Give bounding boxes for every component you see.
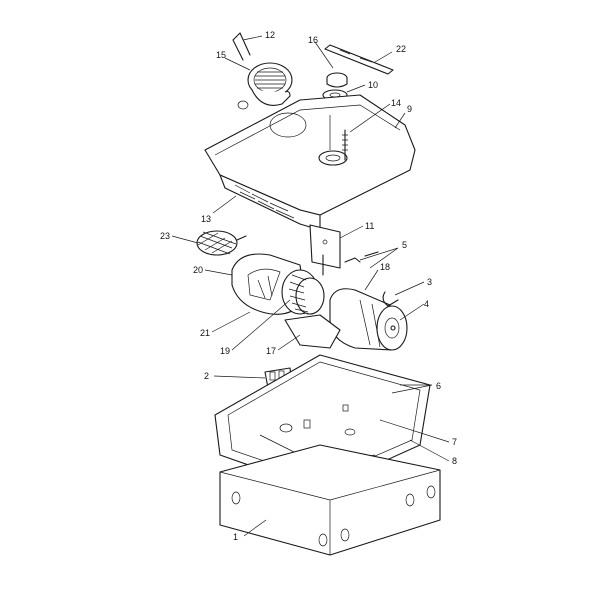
callout-12: 12 <box>265 30 275 40</box>
callout-9: 9 <box>407 104 412 114</box>
part-18-motor <box>329 288 408 351</box>
callout-13: 13 <box>201 214 211 224</box>
callout-15: 15 <box>216 50 226 60</box>
callout-21: 21 <box>200 328 210 338</box>
callout-14: 14 <box>391 98 401 108</box>
part-11-bracket <box>309 224 341 276</box>
part-17-base-support <box>284 314 341 349</box>
part-1-bottom-box <box>219 444 441 556</box>
callout-19: 19 <box>220 346 230 356</box>
callout-2: 2 <box>204 371 209 381</box>
part-12-handle <box>232 32 251 61</box>
callout-11: 11 <box>365 221 374 231</box>
callout-20: 20 <box>193 265 203 275</box>
callout-4: 4 <box>424 299 429 309</box>
callout-8: 8 <box>452 456 457 466</box>
part-9-top-cover <box>204 94 416 216</box>
part-19-blower-wheel <box>281 269 325 315</box>
part-23-mesh-filter <box>196 230 247 256</box>
callout-5: 5 <box>402 240 407 250</box>
callout-labels: 12 16 22 15 10 14 9 13 11 5 23 20 18 3 4… <box>160 30 457 542</box>
callout-17: 17 <box>266 346 276 356</box>
callout-1: 1 <box>233 532 238 542</box>
part-15-round-grille <box>247 62 293 106</box>
callout-16: 16 <box>308 35 318 45</box>
callout-22: 22 <box>396 44 406 54</box>
callout-10: 10 <box>368 80 378 90</box>
part-16-knob <box>326 72 348 88</box>
callout-3: 3 <box>427 277 432 287</box>
callout-7: 7 <box>452 437 457 447</box>
part-3-4-5-clips <box>344 251 399 307</box>
callout-18: 18 <box>380 262 390 272</box>
callout-6: 6 <box>436 381 441 391</box>
part-22-label-strip <box>324 44 394 75</box>
callout-23: 23 <box>160 231 170 241</box>
leader-lines <box>171 35 450 537</box>
